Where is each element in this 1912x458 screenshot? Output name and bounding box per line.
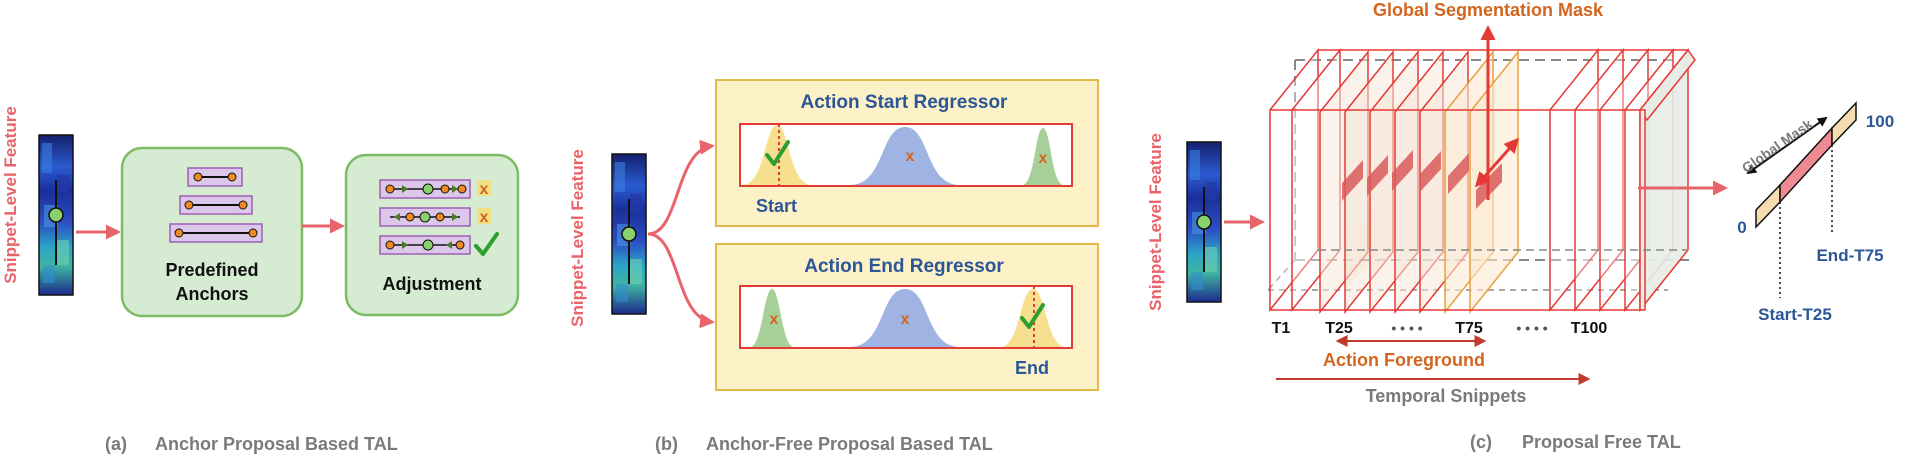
panel-c-feature-label: Snippet-Level Feature <box>1146 133 1165 311</box>
mask-hundred-label: 100 <box>1866 112 1894 131</box>
mask-zero-label: 0 <box>1737 218 1746 237</box>
tick-t100: T100 <box>1571 320 1608 337</box>
caption-b: Anchor-Free Proposal Based TAL <box>706 434 993 454</box>
cross-mark: x <box>1039 150 1048 167</box>
end-t75-label: End-T75 <box>1816 246 1883 265</box>
temporal-snippets-label: Temporal Snippets <box>1366 386 1527 406</box>
panel-b-feature-bar <box>611 153 647 315</box>
caption-b-letter: (b) <box>655 434 678 454</box>
anchors-label: Anchors <box>175 284 248 304</box>
adjustment-label: Adjustment <box>383 274 482 294</box>
adjustment-bars <box>379 179 471 255</box>
panel-a-feature-label: Snippet-Level Feature <box>1 106 20 284</box>
caption-a-letter: (a) <box>105 434 127 454</box>
action-foreground-label: Action Foreground <box>1323 350 1485 370</box>
panel-b-arrow-start <box>647 139 715 236</box>
tick-t75: T75 <box>1455 320 1483 337</box>
start-gauss-1 <box>742 125 812 185</box>
predefined-label: Predefined <box>165 260 258 280</box>
anchor-bars <box>169 167 263 243</box>
caption-c: Proposal Free TAL <box>1522 432 1681 452</box>
end-regressor-title: Action End Regressor <box>804 256 1004 277</box>
global-mask-arrow <box>1746 116 1828 175</box>
adjustment-marks: x x <box>474 180 499 256</box>
panel-b-feature-label: Snippet-Level Feature <box>568 149 587 327</box>
end-label: End <box>1015 358 1049 378</box>
mask-diag-arrow <box>1475 137 1519 188</box>
check-icon <box>1020 303 1045 329</box>
cross-mark: x <box>906 148 915 165</box>
start-gauss-3 <box>1022 128 1064 185</box>
check-icon <box>474 232 499 256</box>
tick-t1: T1 <box>1272 320 1291 337</box>
caption-a: Anchor Proposal Based TAL <box>155 434 398 454</box>
end-gauss-2 <box>850 289 960 347</box>
start-regressor-title: Action Start Regressor <box>801 92 1009 113</box>
panel-b-arrow-end <box>647 232 715 329</box>
mask-parallelograms <box>1342 150 1502 209</box>
tick-t25: T25 <box>1325 320 1353 337</box>
start-gauss-2 <box>850 127 960 185</box>
panel-a-feature-bar <box>38 134 74 296</box>
panel-c-feature-bar <box>1186 141 1222 303</box>
start-t25-label: Start-T25 <box>1758 305 1832 324</box>
dots-1: • • • • <box>1391 320 1422 336</box>
svg-text:x: x <box>480 209 489 226</box>
dots-2: • • • • <box>1516 320 1547 336</box>
start-label: Start <box>756 196 797 216</box>
cross-mark: x <box>770 311 779 328</box>
check-icon <box>765 140 790 166</box>
cross-mark: x <box>901 311 910 328</box>
end-gauss-1 <box>750 289 794 347</box>
caption-c-letter: (c) <box>1470 432 1492 452</box>
svg-text:x: x <box>480 181 489 198</box>
global-segmentation-mask-title: Global Segmentation Mask <box>1373 0 1604 20</box>
